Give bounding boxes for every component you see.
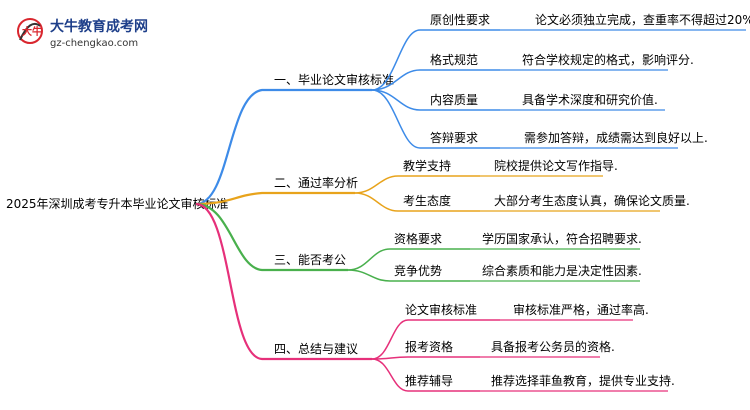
leaf-defense-label: 答辩要求 <box>430 130 478 145</box>
branch-4-leaf-connectors <box>371 319 668 392</box>
branch-2-leaf-connectors <box>354 175 660 212</box>
brand-mark-icon: 大牛 <box>17 18 43 44</box>
brand-mark-text: 大牛 <box>22 25 42 38</box>
leaf-defense-detail: 需参加答辩，成绩需达到良好以上. <box>524 130 708 145</box>
leaf-attitude-label: 考生态度 <box>403 193 451 208</box>
brand-url: gz-chengkao.com <box>50 38 138 49</box>
leaf-tutoring-detail: 推荐选择菲鱼教育，提供专业支持. <box>491 373 675 388</box>
leaf-eligibility-detail: 学历国家承认，符合招聘要求. <box>482 231 642 246</box>
branch-1-label: 一、毕业论文审核标准 <box>274 72 394 87</box>
branch-3-leaf-connectors <box>347 248 640 282</box>
branch-2: 二、通过率分析 教学支持 院校提供论文写作指导. 考生态度 大部分考生态度认真，… <box>195 158 690 212</box>
branch-4-label: 四、总结与建议 <box>274 342 358 356</box>
leaf-format-detail: 符合学校规定的格式，影响评分. <box>522 52 694 67</box>
branch-3-label: 三、能否考公 <box>274 253 346 267</box>
leaf-attitude-detail: 大部分考生态度认真，确保论文质量. <box>494 193 690 208</box>
branch-2-connector <box>195 191 355 206</box>
root-node-label: 2025年深圳成考专升本毕业论文审核标准 <box>6 196 229 211</box>
leaf-originality-label: 原创性要求 <box>430 13 490 27</box>
leaf-teaching-label: 教学支持 <box>403 158 451 173</box>
branch-1: 一、毕业论文审核标准 原创性要求 论文必须独立完成，查重率不得超过20%至30%… <box>195 12 750 206</box>
leaf-teaching-detail: 院校提供论文写作指导. <box>494 158 618 173</box>
leaf-competition-detail: 综合素质和能力是决定性因素. <box>482 263 642 278</box>
branch-1-connector <box>195 88 372 206</box>
leaf-eligibility-label: 资格要求 <box>394 231 442 246</box>
branch-1-leaf-connectors <box>371 29 746 149</box>
leaf-format-label: 格式规范 <box>430 52 478 67</box>
brand-logo: 大牛 大牛教育成考网 gz-chengkao.com <box>17 18 148 49</box>
leaf-originality-detail: 论文必须独立完成，查重率不得超过20%至30%. <box>535 12 750 27</box>
leaf-content-label: 内容质量 <box>430 92 478 107</box>
branch-3: 三、能否考公 资格要求 学历国家承认，符合招聘要求. 竞争优势 综合素质和能力是… <box>195 202 642 282</box>
leaf-exam-qualification-detail: 具备报考公务员的资格. <box>491 339 615 354</box>
branch-3-connector <box>195 202 348 272</box>
leaf-tutoring-label: 推荐辅导 <box>405 374 453 388</box>
leaf-exam-qualification-label: 报考资格 <box>405 339 453 354</box>
branch-4-connector <box>195 202 372 361</box>
leaf-competition-label: 竞争优势 <box>394 264 442 278</box>
branch-4: 四、总结与建议 论文审核标准 审核标准严格，通过率高. 报考资格 具备报考公务员… <box>195 202 675 392</box>
branch-2-label: 二、通过率分析 <box>274 175 358 190</box>
brand-title: 大牛教育成考网 <box>50 18 148 35</box>
leaf-thesis-standard-label: 论文审核标准 <box>405 302 477 317</box>
leaf-content-detail: 具备学术深度和研究价值. <box>522 92 658 107</box>
leaf-thesis-standard-detail: 审核标准严格，通过率高. <box>513 302 649 317</box>
